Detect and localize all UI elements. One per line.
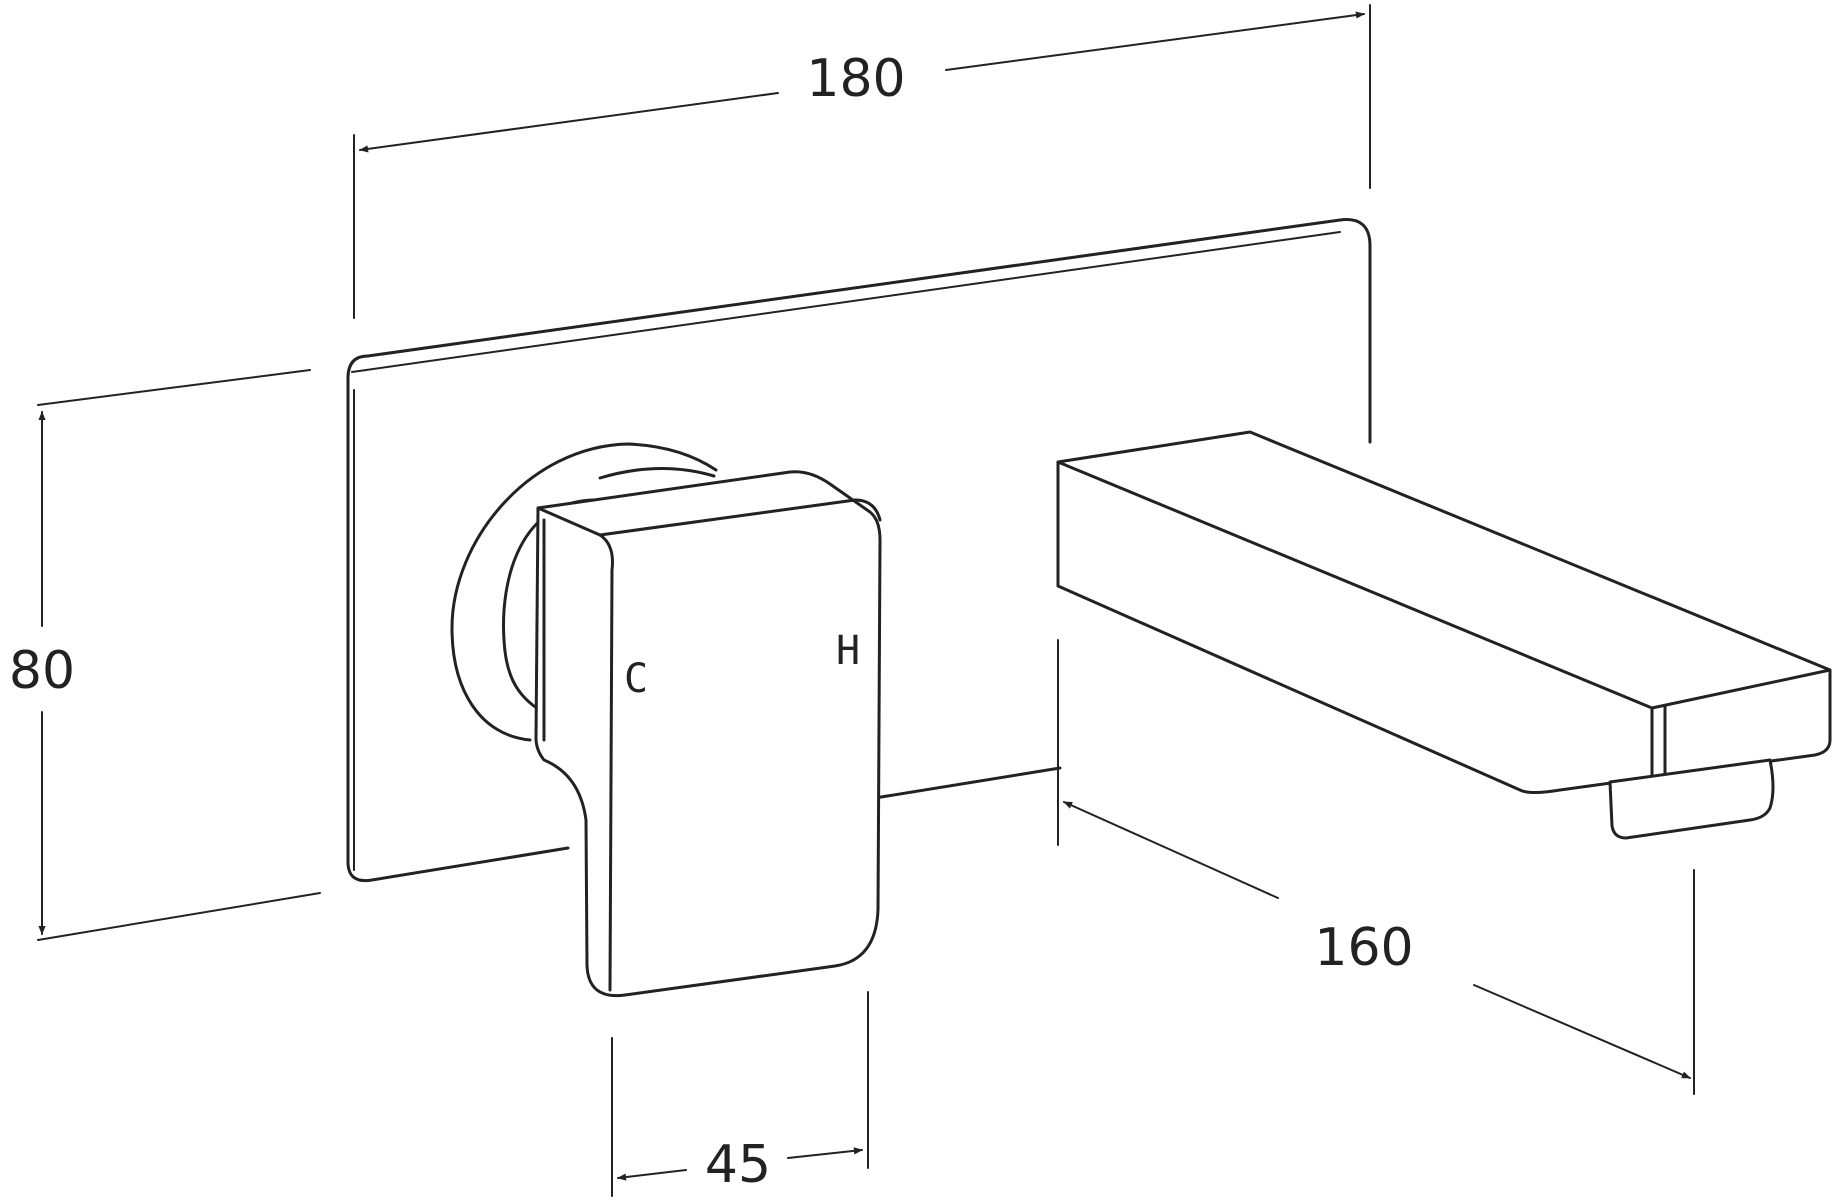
- spout: [1056, 430, 1832, 840]
- lever-handle: [534, 470, 882, 998]
- back-plate: [346, 218, 1372, 883]
- spout-length-label: 160: [1314, 918, 1413, 978]
- dimension-plate-height: [37, 369, 321, 941]
- plate-width-label: 180: [806, 49, 905, 109]
- dimension-handle-width: [611, 991, 869, 1197]
- cold-mark: C: [624, 656, 648, 702]
- handle-width-label: 45: [705, 1135, 771, 1195]
- dimension-plate-width: [353, 4, 1371, 319]
- dimension-spout-length: [1057, 639, 1695, 1095]
- hot-mark: H: [836, 628, 860, 674]
- plate-height-label: 80: [9, 641, 75, 701]
